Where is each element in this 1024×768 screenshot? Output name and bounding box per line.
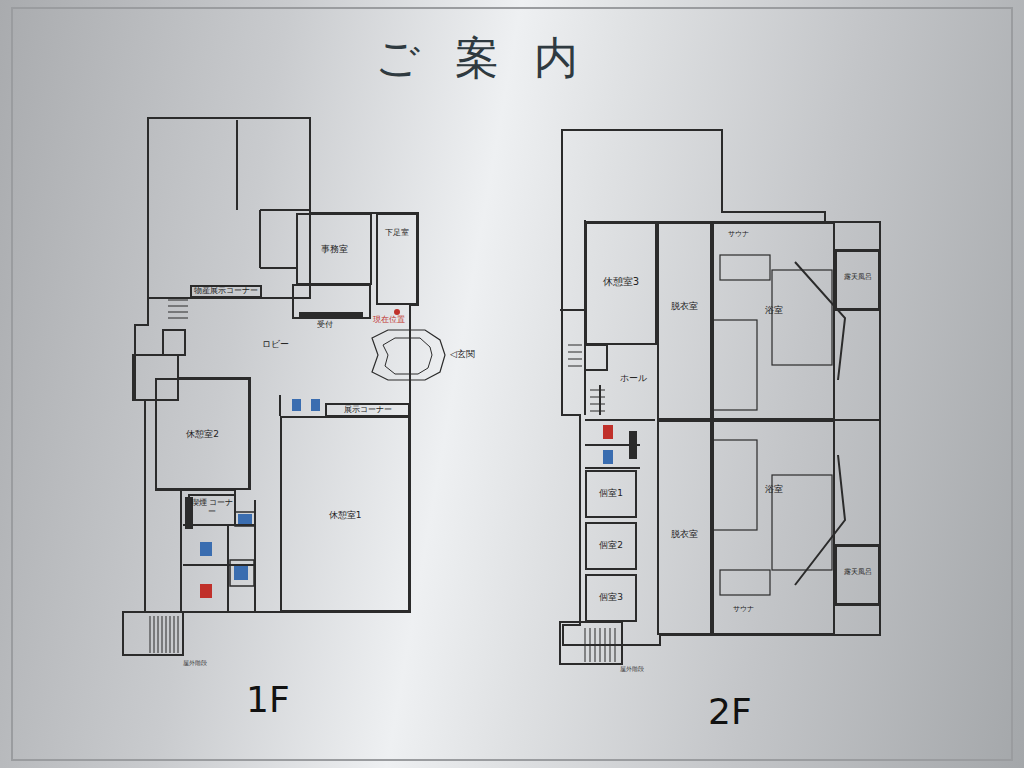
room-name: 浴室 bbox=[765, 306, 783, 316]
room: 脱衣室 bbox=[657, 420, 712, 635]
room-name: 個室2 bbox=[599, 541, 623, 551]
room-name: 脱衣室 bbox=[671, 302, 698, 312]
room-name: 休憩室3 bbox=[603, 276, 639, 287]
place-label: 屋外階段 bbox=[620, 666, 644, 673]
room-name: 事務室 bbox=[321, 245, 348, 255]
room: 個室1 bbox=[585, 470, 637, 518]
room-name: 露天風呂 bbox=[844, 274, 872, 282]
room-name: 浴室 bbox=[765, 485, 783, 495]
room: 休憩室3 bbox=[585, 222, 657, 345]
room: 物産展示コーナー bbox=[190, 285, 262, 298]
room: 脱衣室 bbox=[657, 222, 712, 420]
place-label: ◁玄関 bbox=[450, 350, 475, 360]
room: 浴室 bbox=[712, 222, 835, 420]
room: 露天風呂 bbox=[835, 545, 880, 605]
room: 個室3 bbox=[585, 574, 637, 622]
room: 展示コーナー bbox=[325, 403, 410, 417]
room-name: 物産展示コーナー bbox=[194, 287, 258, 296]
place-label: ホール bbox=[620, 374, 647, 384]
floor-label: 2F bbox=[708, 692, 752, 732]
room-name: 展示コーナー bbox=[344, 406, 392, 415]
room-name: 休憩室1 bbox=[329, 511, 362, 521]
room-name: 個室1 bbox=[599, 489, 623, 499]
room-name: 下足室 bbox=[385, 229, 409, 238]
place-label: 受付 bbox=[317, 321, 333, 330]
room: 休憩室1 bbox=[280, 416, 410, 612]
room-name: 喫煙 コーナー bbox=[190, 499, 234, 517]
place-label: サウナ bbox=[728, 231, 749, 239]
room: 下足室 bbox=[376, 213, 418, 305]
place-label: サウナ bbox=[733, 606, 754, 614]
room: 浴室 bbox=[712, 420, 835, 635]
place-label: ロビー bbox=[262, 340, 289, 350]
place-label: 屋外階段 bbox=[183, 660, 207, 667]
room: 休憩室2 bbox=[155, 378, 250, 490]
room-name: 休憩室2 bbox=[186, 430, 219, 440]
room: 事務室 bbox=[296, 213, 372, 285]
room-name: 露天風呂 bbox=[844, 569, 872, 577]
room: 喫煙 コーナー bbox=[188, 494, 236, 526]
place-label: 現在位置 bbox=[373, 316, 405, 325]
room-name: 個室3 bbox=[599, 593, 623, 603]
sign-title: ご案内 bbox=[375, 34, 614, 82]
room-name: 脱衣室 bbox=[671, 530, 698, 540]
floor-label: 1F bbox=[246, 680, 290, 720]
room: 個室2 bbox=[585, 522, 637, 570]
room: 露天風呂 bbox=[835, 250, 880, 310]
